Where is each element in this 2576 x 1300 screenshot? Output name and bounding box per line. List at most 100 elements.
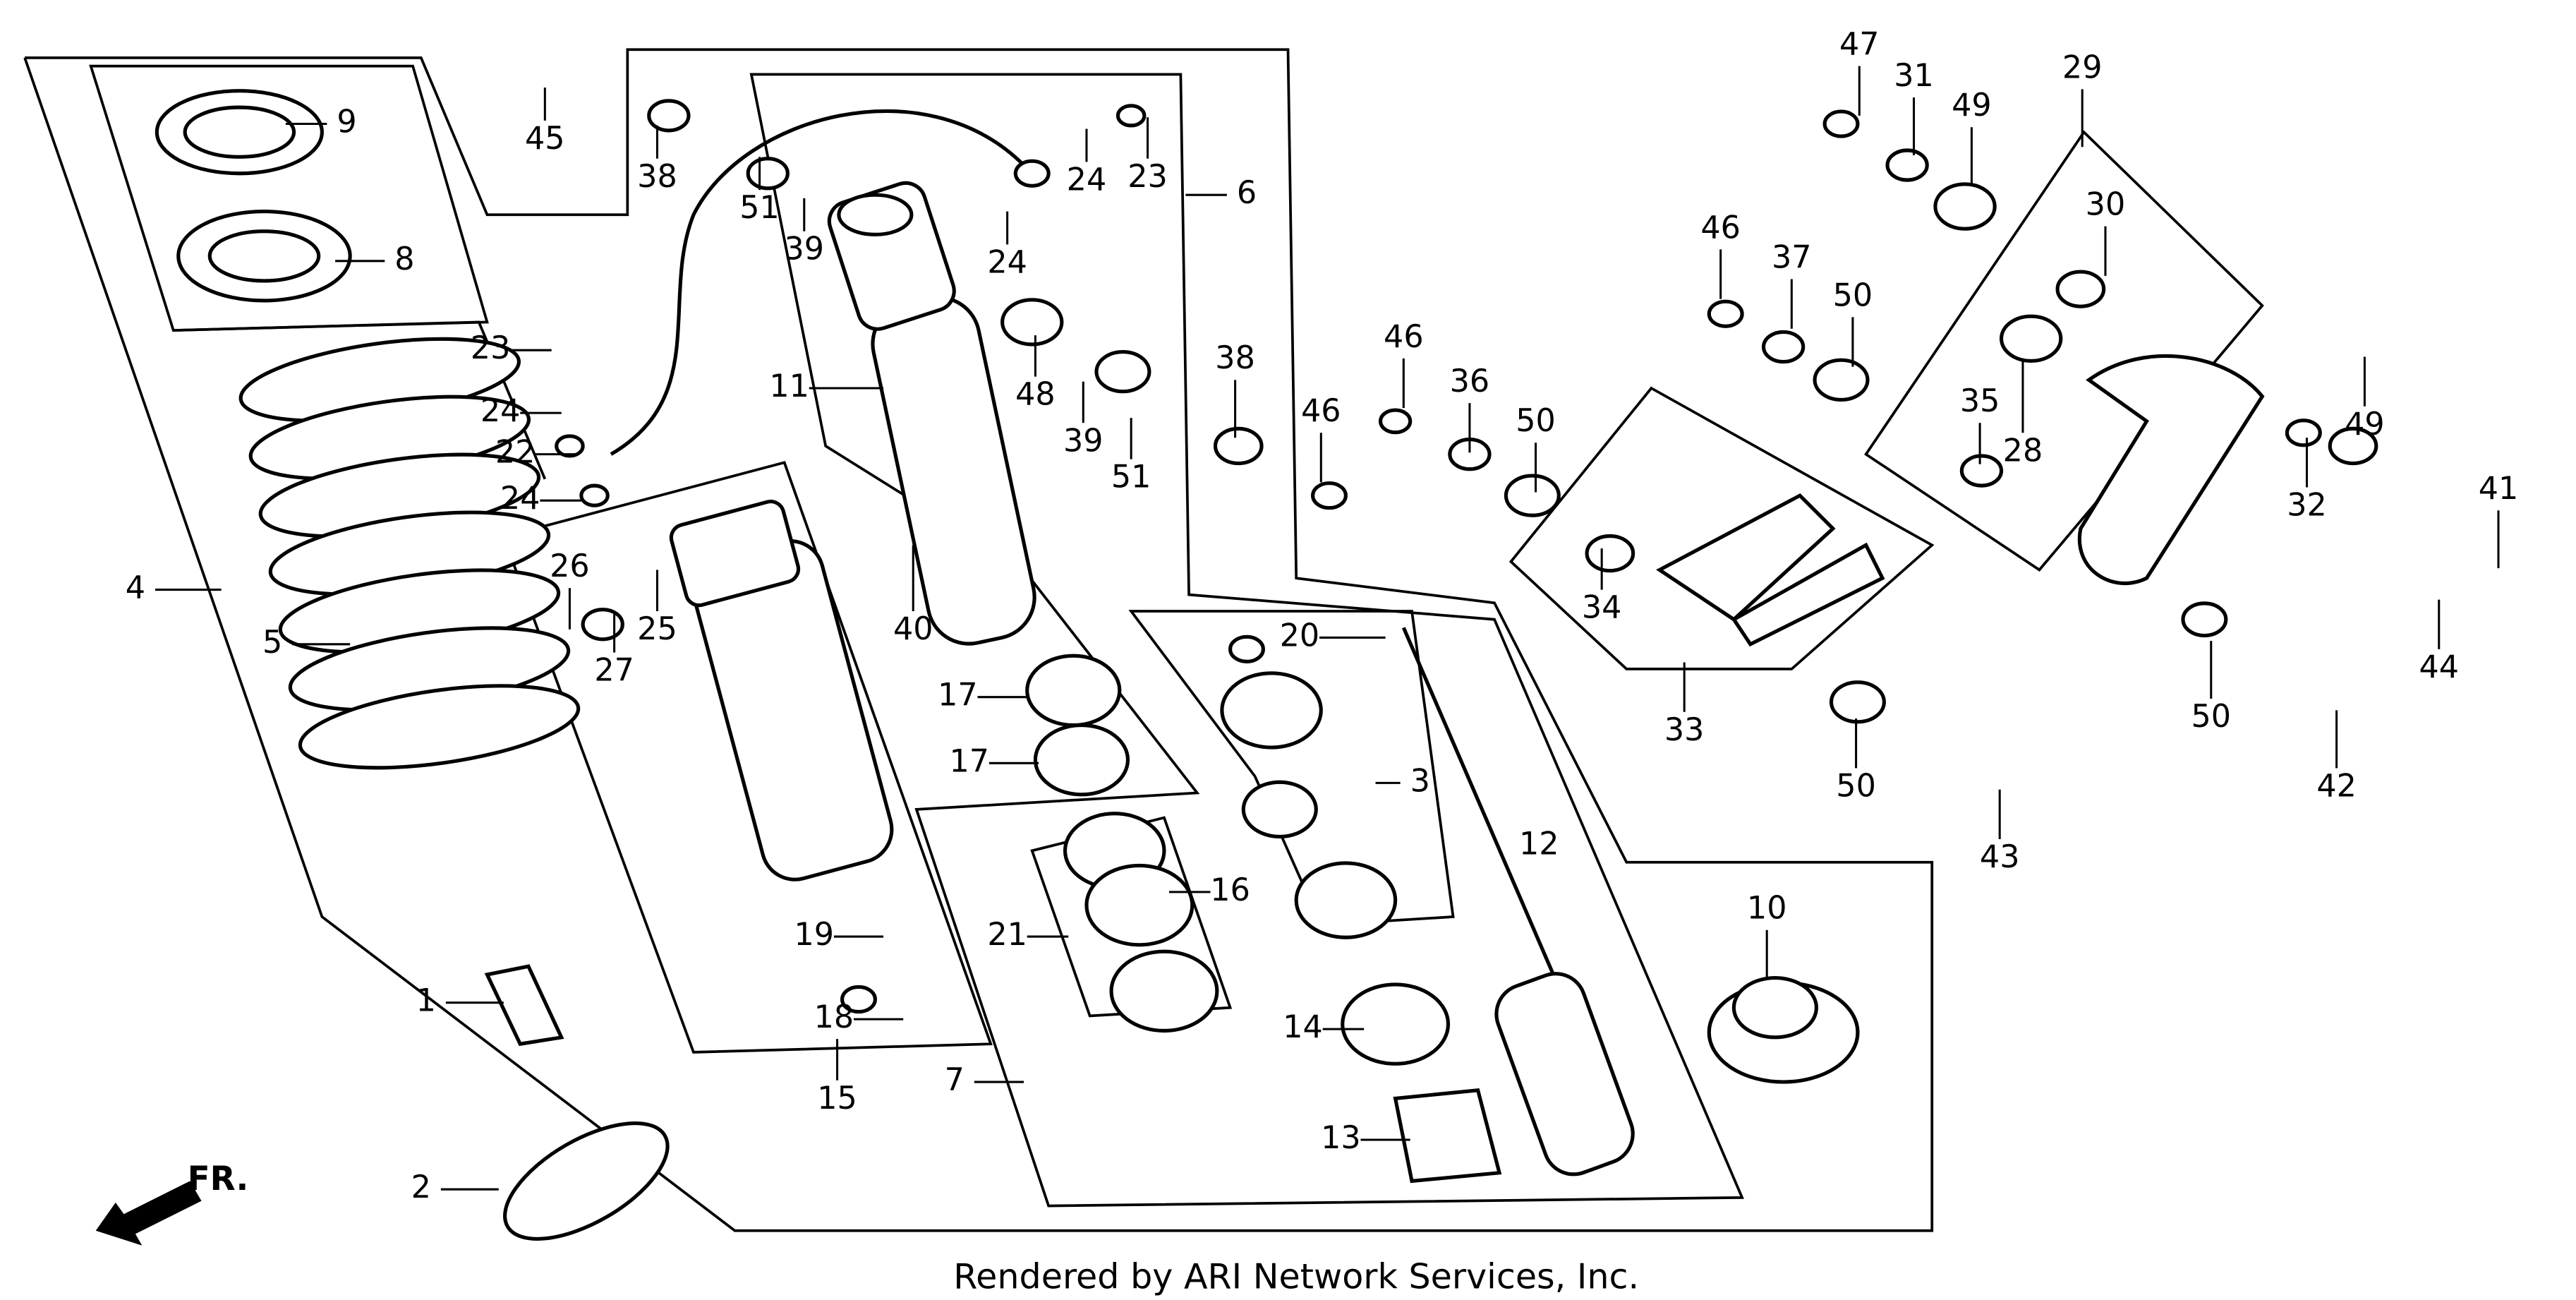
- part-shape: [1311, 481, 1348, 510]
- group-parts: [155, 89, 2378, 1241]
- part-shape: [1025, 654, 1122, 728]
- part-shape: [579, 483, 610, 507]
- part-label-24: 24: [987, 244, 1027, 280]
- part-shape: [1013, 159, 1051, 188]
- part-shape: [1115, 104, 1147, 128]
- part-label-51: 51: [1111, 459, 1151, 495]
- part-label-32: 32: [2287, 488, 2327, 524]
- part-label-14: 14: [1283, 1009, 1323, 1045]
- part-label-49: 49: [2345, 407, 2385, 443]
- part-shape: [1585, 534, 1635, 573]
- part-label-24: 24: [480, 393, 521, 429]
- part-shape: [1813, 358, 1870, 402]
- part-shape: [1084, 863, 1195, 947]
- outline-assembly-4: [23, 48, 1934, 1232]
- part-label-27: 27: [594, 653, 634, 689]
- hose: [610, 109, 1025, 456]
- part-label-45: 45: [525, 121, 565, 157]
- part-label-26: 26: [550, 548, 590, 584]
- part-label-51: 51: [739, 190, 780, 226]
- part-label-11: 11: [769, 368, 809, 404]
- part-shape: [1294, 861, 1398, 939]
- part-label-48: 48: [1015, 377, 1056, 413]
- part-label-29: 29: [2062, 49, 2103, 85]
- part-label-7: 7: [945, 1062, 965, 1098]
- part-label-21: 21: [987, 917, 1027, 953]
- clamp-2: [503, 1121, 670, 1241]
- part-label-36: 36: [1450, 363, 1490, 399]
- part-label-10: 10: [1747, 891, 1787, 927]
- part-label-12: 12: [1519, 826, 1559, 862]
- part-shape: [1033, 723, 1130, 797]
- part-shape: [1504, 474, 1561, 517]
- spring-seat-8: [176, 210, 352, 303]
- part-shape: [581, 608, 624, 642]
- part-shape: [2328, 426, 2378, 466]
- part-label-38: 38: [1215, 340, 1255, 376]
- plate-1: [484, 964, 564, 1047]
- part-shape: [840, 985, 877, 1014]
- part-label-19: 19: [794, 917, 835, 953]
- part-shape: [1829, 680, 1886, 724]
- rod-12: [1401, 627, 1635, 1176]
- damper-body: [669, 499, 894, 881]
- part-label-28: 28: [2003, 433, 2043, 469]
- part-shape: [1241, 780, 1318, 839]
- part-shape: [1761, 330, 1806, 364]
- part-label-23: 23: [1127, 159, 1168, 195]
- part-shape: [1220, 671, 1323, 750]
- link-33: [1656, 493, 1885, 647]
- part-label-2: 2: [411, 1169, 431, 1205]
- part-label-46: 46: [1384, 319, 1424, 355]
- part-label-44: 44: [2419, 649, 2459, 685]
- part-label-39: 39: [1063, 423, 1103, 459]
- part-label-50: 50: [1833, 277, 1873, 313]
- part-label-49: 49: [1952, 88, 1992, 124]
- part-label-50: 50: [2191, 699, 2231, 735]
- part-shape: [1885, 148, 1929, 182]
- part-shape: [1000, 298, 1064, 347]
- part-label-18: 18: [814, 999, 854, 1035]
- part-label-13: 13: [1321, 1120, 1361, 1156]
- outline-arm-29: [1864, 130, 2264, 572]
- part-label-1: 1: [416, 983, 436, 1019]
- part-label-6: 6: [1237, 175, 1257, 211]
- part-label-42: 42: [2316, 768, 2357, 804]
- part-label-50: 50: [1516, 403, 1556, 439]
- part-label-22: 22: [495, 435, 536, 471]
- part-label-46: 46: [1700, 210, 1741, 246]
- arm-29: [2077, 354, 2265, 586]
- part-shape: [1959, 454, 2004, 488]
- part-label-24: 24: [500, 481, 540, 517]
- spring-5: [238, 337, 581, 770]
- part-label-3: 3: [1410, 763, 1430, 799]
- part-shape: [1213, 426, 1264, 466]
- part-shape: [555, 434, 585, 458]
- part-shape: [2181, 601, 2228, 638]
- part-shape: [1822, 109, 1860, 138]
- cap-13: [1393, 1088, 1502, 1184]
- part-label-47: 47: [1839, 27, 1880, 63]
- shock-body-11: [827, 181, 1036, 646]
- part-shape: [2285, 419, 2322, 447]
- outline-spring-seats: [89, 64, 489, 332]
- bump-stop-10: [1707, 976, 1860, 1084]
- part-label-39: 39: [784, 231, 824, 267]
- part-label-31: 31: [1894, 58, 1934, 94]
- part-label-5: 5: [262, 625, 282, 661]
- arrow-left-icon: [95, 1181, 202, 1246]
- part-shape: [1341, 982, 1451, 1066]
- part-shape: [746, 157, 790, 191]
- part-label-50: 50: [1836, 768, 1876, 804]
- part-label-4: 4: [126, 570, 145, 606]
- outline-link-33: [1508, 386, 1935, 670]
- part-shape: [1109, 949, 1219, 1033]
- part-label-20: 20: [1280, 618, 1320, 654]
- fr-direction-marker: FR.: [95, 1160, 248, 1246]
- part-label-35: 35: [1960, 383, 2000, 419]
- part-label-9: 9: [337, 104, 356, 140]
- part-shape: [2055, 270, 2106, 308]
- part-label-17: 17: [950, 743, 990, 779]
